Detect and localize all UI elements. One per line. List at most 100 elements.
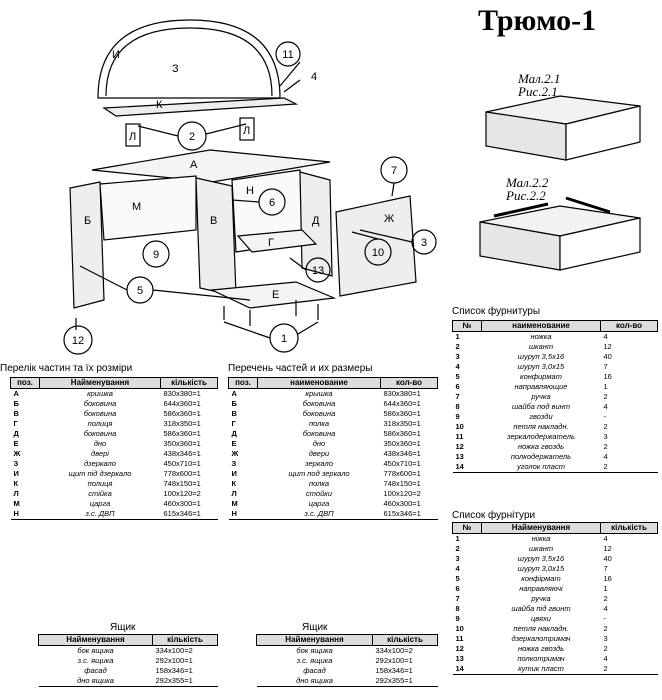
table-cell: Н — [10, 509, 40, 520]
table-cell: конфирмат — [520, 372, 562, 381]
table-cell: полкотримач — [517, 654, 565, 663]
table-cell: 292x100=1 — [155, 656, 193, 665]
table-cell: стійка — [88, 489, 112, 498]
caption-fig1-ua: Мал.2.1 — [518, 71, 561, 86]
table-cell: Г — [13, 419, 18, 428]
table-cell: 7 — [455, 392, 460, 401]
table-cell: конфірмат — [521, 574, 561, 583]
table-cell: боковина — [83, 399, 117, 408]
table-cell: 350x360=1 — [383, 439, 421, 448]
shelf-k — [102, 97, 299, 117]
table-header: кількість — [600, 522, 658, 534]
table-cell: полка — [308, 419, 330, 428]
table-cell: 3 — [455, 554, 460, 563]
table-cell: кришка — [87, 389, 113, 398]
table-cell: 586x360=1 — [163, 409, 201, 418]
caption-fig2-ua: Мал.2.2 — [506, 175, 549, 190]
table-cell: 778x600=1 — [163, 469, 201, 478]
panel-m — [99, 175, 197, 241]
table-cell: В — [231, 409, 237, 418]
table-cell: Б — [13, 399, 19, 408]
table-cell: 292x355=1 — [152, 676, 218, 687]
table-cell: И — [231, 469, 237, 478]
table-cell: 830x380=1 — [383, 389, 421, 398]
table-cell: 1 — [455, 332, 460, 341]
label-g: Г — [268, 237, 274, 249]
table-cell: ножка — [530, 332, 552, 341]
table-header: Найменування — [256, 634, 373, 646]
hardware-ua-title: Список фурнітури — [452, 510, 536, 521]
table-cell: шуруп 3,0x15 — [517, 362, 565, 371]
callout-5: 5 — [137, 285, 143, 297]
table-header: кол-во — [600, 320, 658, 332]
table-cell: Л — [231, 489, 237, 498]
table-cell: боковина — [83, 409, 117, 418]
table-cell: А — [231, 389, 237, 398]
table-cell: 2 — [603, 624, 608, 633]
door-zh — [335, 195, 417, 297]
table-cell: петля накладн. — [513, 624, 569, 633]
table-header: поз. — [10, 377, 40, 389]
table-cell: 8 — [455, 402, 460, 411]
table-cell: дно ящика — [256, 676, 373, 687]
label-v: В — [210, 215, 217, 227]
table-header: № — [452, 320, 482, 332]
table-cell: 615x346=1 — [160, 509, 218, 520]
table-cell: петля накладн. — [513, 422, 569, 431]
table-cell: В — [13, 409, 19, 418]
page-title: Трюмо-1 — [478, 4, 597, 37]
table-cell: 16 — [603, 574, 612, 583]
table-cell: двері — [91, 449, 109, 458]
caption-fig2: Мал.2.2 Рис.2.2 — [506, 176, 548, 202]
table-cell: 644x360=1 — [163, 399, 201, 408]
table-cell: з.с. ДВП — [257, 509, 381, 520]
table-cell: дно ящика — [38, 676, 153, 687]
table-cell: И — [13, 469, 19, 478]
table-cell: боковина — [302, 399, 336, 408]
table-cell: дно — [312, 439, 326, 448]
table-cell: дзеркало — [84, 459, 116, 468]
table-cell: А — [13, 389, 19, 398]
table-cell: 7 — [603, 362, 608, 371]
table-cell: 3 — [455, 352, 460, 361]
table-cell: дно — [93, 439, 107, 448]
table-cell: 438x346=1 — [383, 449, 421, 458]
table-cell: 12 — [455, 644, 464, 653]
side-v — [195, 177, 237, 297]
table-cell: 778x600=1 — [383, 469, 421, 478]
table-cell: фасад — [303, 666, 326, 675]
bottom-e — [209, 281, 337, 309]
table-cell: 4 — [603, 534, 608, 543]
table-cell: - — [603, 412, 607, 421]
callout-1: 1 — [281, 333, 287, 345]
table-cell: 40 — [603, 554, 612, 563]
table-cell: шкант — [528, 342, 554, 351]
callout-13: 13 — [312, 265, 324, 277]
table-cell: 438x346=1 — [163, 449, 201, 458]
table-header: наименование — [257, 377, 381, 389]
drawer-ru-title: Ящик — [302, 622, 328, 633]
table-header: кол-во — [380, 377, 438, 389]
hardware-ru-title: Список фурнитуры — [452, 306, 541, 317]
table-cell: з.с. ящика — [77, 656, 114, 665]
